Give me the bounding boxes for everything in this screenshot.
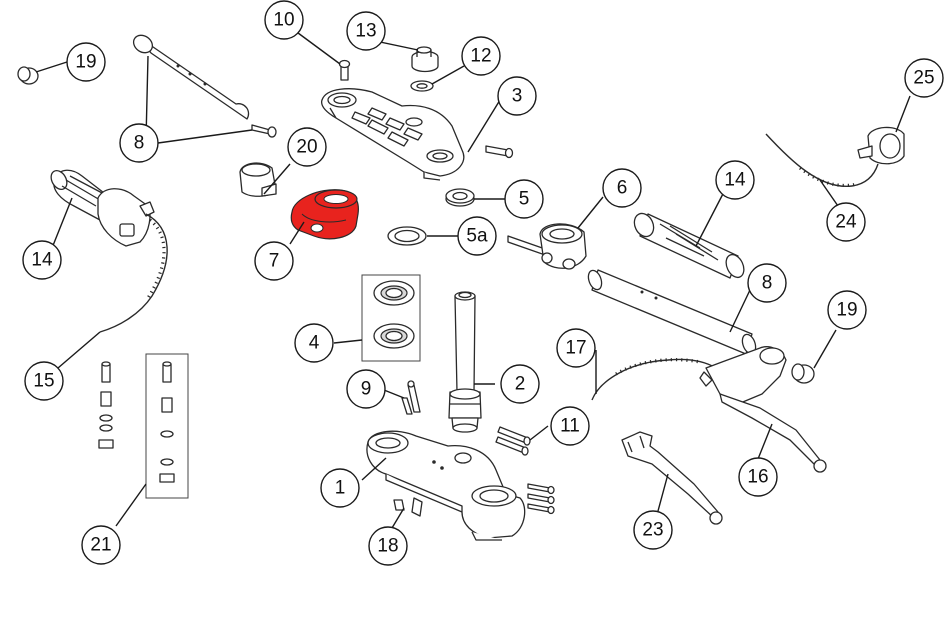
callout-5a: 5a xyxy=(457,216,497,256)
svg-text:4: 4 xyxy=(309,333,320,354)
svg-text:24: 24 xyxy=(835,212,857,233)
svg-text:5: 5 xyxy=(519,189,530,210)
part-3-clamp-bolt xyxy=(485,145,514,159)
part-15-throttle-cable xyxy=(99,213,168,333)
svg-text:2: 2 xyxy=(515,374,526,395)
part-6-lever-clamp xyxy=(507,223,587,270)
svg-text:17: 17 xyxy=(565,338,586,359)
leader-lines xyxy=(35,29,911,529)
callout-17: 17 xyxy=(556,328,596,368)
callout-24: 24 xyxy=(826,202,866,242)
callout-11: 11 xyxy=(550,406,590,446)
part-3-top-triple-clamp xyxy=(320,88,465,181)
callout-19-top-left: 19 xyxy=(66,42,106,82)
svg-text:19: 19 xyxy=(75,52,96,73)
callout-5: 5 xyxy=(504,179,544,219)
callout-15: 15 xyxy=(24,361,64,401)
part-24-cable xyxy=(765,133,879,188)
part-8-bolt xyxy=(251,124,277,138)
callout-13: 13 xyxy=(346,11,386,51)
svg-text:14: 14 xyxy=(724,170,746,191)
svg-text:9: 9 xyxy=(361,379,372,400)
callout-7: 7 xyxy=(254,241,294,281)
part-2-steering-stem xyxy=(448,291,482,433)
svg-text:1: 1 xyxy=(335,478,346,499)
part-14-left-grip-switch xyxy=(50,169,155,247)
part-9-bolts xyxy=(401,380,421,415)
svg-text:7: 7 xyxy=(269,251,280,272)
svg-text:23: 23 xyxy=(642,520,663,541)
callout-12: 12 xyxy=(461,36,501,76)
part-1-pinch-bolts xyxy=(527,483,555,515)
callout-18: 18 xyxy=(368,526,408,566)
part-16-clutch-lever xyxy=(699,346,827,473)
callout-23: 23 xyxy=(633,510,673,550)
part-11-bolts xyxy=(495,426,531,456)
part-5-bearing-cup xyxy=(445,188,475,207)
callout-25: 25 xyxy=(904,58,944,98)
callout-8-upper: 8 xyxy=(119,123,159,163)
part-20-clamp xyxy=(239,162,277,197)
part-8-handlebar-tube-upper xyxy=(132,34,250,120)
callout-16: 16 xyxy=(738,457,778,497)
part-14-right-grip xyxy=(633,212,745,279)
svg-text:16: 16 xyxy=(747,467,768,488)
part-21-hardware-kit xyxy=(98,353,189,499)
callout-19-right: 19 xyxy=(827,290,867,330)
svg-text:21: 21 xyxy=(90,535,111,556)
callout-10: 10 xyxy=(264,0,304,40)
part-1-lower-triple-clamp xyxy=(366,430,526,541)
callout-3: 3 xyxy=(497,76,537,116)
svg-text:19: 19 xyxy=(836,300,857,321)
svg-text:13: 13 xyxy=(355,21,376,42)
svg-text:8: 8 xyxy=(762,273,773,294)
part-4-bearings xyxy=(361,274,421,362)
callout-4: 4 xyxy=(294,323,334,363)
callout-8-lower: 8 xyxy=(747,263,787,303)
part-10-bolt xyxy=(338,59,351,81)
part-25-switch xyxy=(857,126,905,165)
part-8-handlebar-tube-lower xyxy=(587,269,757,355)
svg-text:6: 6 xyxy=(617,178,628,199)
callout-14-right: 14 xyxy=(715,160,755,200)
callout-1: 1 xyxy=(320,468,360,508)
part-7-handlebar-clamp-highlighted xyxy=(290,189,359,240)
svg-text:3: 3 xyxy=(512,86,523,107)
part-19-bar-end-cap-left xyxy=(17,66,39,85)
part-13-stem-nut xyxy=(411,46,439,73)
part-18-fasteners xyxy=(393,497,423,517)
part-17-clutch-cable xyxy=(591,358,717,401)
svg-text:15: 15 xyxy=(33,371,54,392)
callout-14-left: 14 xyxy=(22,240,62,280)
callout-2: 2 xyxy=(500,364,540,404)
part-23-brake-lever xyxy=(621,431,723,525)
svg-text:18: 18 xyxy=(377,536,398,557)
svg-text:20: 20 xyxy=(296,137,317,158)
svg-text:8: 8 xyxy=(134,133,145,154)
part-12-washer xyxy=(410,80,434,92)
svg-text:12: 12 xyxy=(470,46,491,67)
part-5a-seal xyxy=(387,226,427,246)
callout-21: 21 xyxy=(81,525,121,565)
part-19-bar-end-cap-right xyxy=(791,363,815,384)
svg-text:10: 10 xyxy=(273,10,294,31)
svg-text:25: 25 xyxy=(913,68,934,89)
callout-6: 6 xyxy=(602,168,642,208)
svg-text:5a: 5a xyxy=(466,226,488,247)
svg-text:11: 11 xyxy=(560,416,580,437)
callout-20: 20 xyxy=(287,127,327,167)
svg-text:14: 14 xyxy=(31,250,53,271)
callout-9: 9 xyxy=(346,369,386,409)
